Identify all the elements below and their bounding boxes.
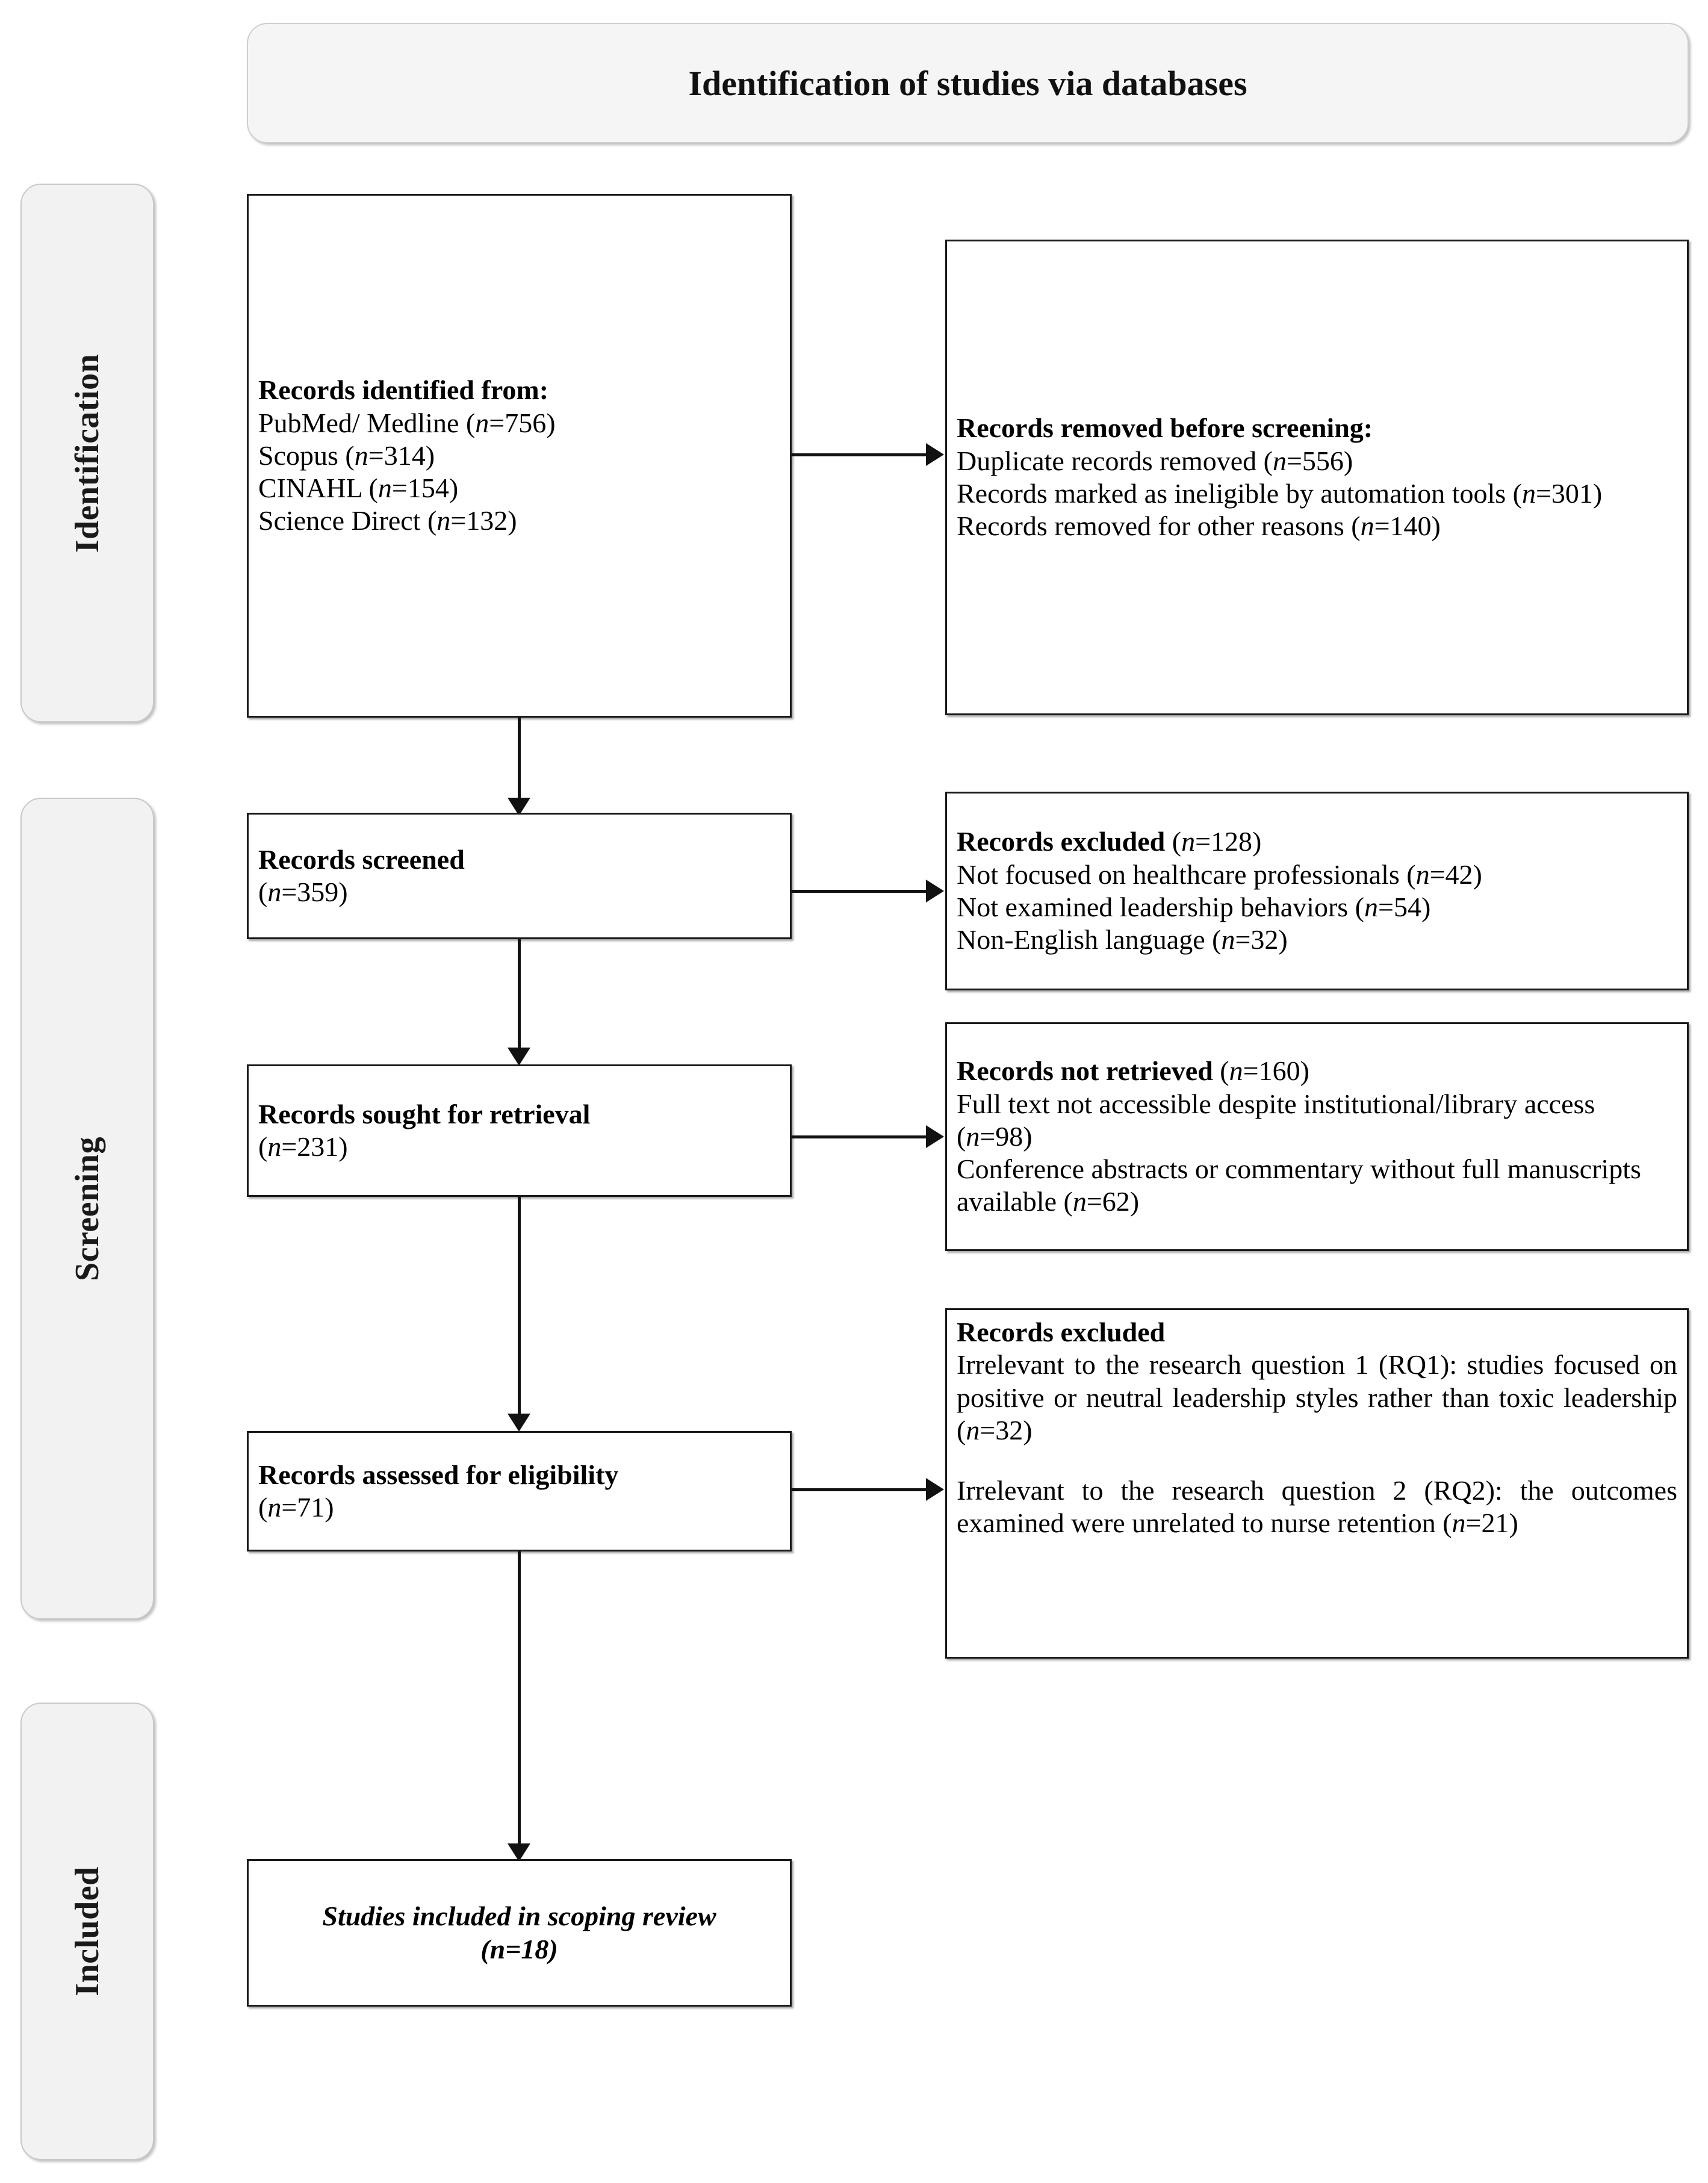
box-records-sought-retrieval: Records sought for retrieval (n=231)	[247, 1064, 792, 1197]
records-not-retrieved-reason-2: Conference abstracts or commentary witho…	[957, 1154, 1641, 1217]
arrowhead-identified-to-removed	[926, 443, 944, 466]
arrowhead-screened-to-sought	[508, 1048, 530, 1066]
arrowhead-screened-to-excluded	[926, 880, 944, 902]
connector-identified-to-removed	[792, 453, 927, 456]
records-identified-source-3: CINAHL (n=154)	[258, 473, 459, 504]
connector-sought-to-assessed	[518, 1197, 521, 1429]
records-sought-count: (n=231)	[258, 1131, 348, 1162]
connector-screened-to-excluded	[792, 890, 927, 893]
records-assessed-count: (n=71)	[258, 1492, 334, 1523]
records-identified-source-2: Scopus (n=314)	[258, 439, 435, 471]
box-records-assessed-eligibility: Records assessed for eligibility (n=71)	[247, 1431, 792, 1551]
records-removed-reason-1: Duplicate records removed (n=556)	[957, 445, 1353, 476]
arrowhead-sought-to-not-retrieved	[926, 1125, 944, 1148]
records-excluded-screening-heading-row: Records excluded (n=128)	[957, 825, 1677, 858]
connector-screened-to-sought	[518, 939, 521, 1063]
connector-identified-to-screened	[518, 718, 521, 811]
records-screened-heading: Records screened	[258, 843, 465, 875]
records-not-retrieved-heading: Records not retrieved	[957, 1055, 1213, 1087]
arrowhead-assessed-to-included	[508, 1843, 530, 1862]
arrowhead-assessed-to-excluded	[926, 1478, 944, 1501]
box-records-identified: Records identified from: PubMed/ Medline…	[247, 194, 792, 718]
stage-label-included: Included	[69, 1866, 106, 1996]
records-assessed-heading: Records assessed for eligibility	[258, 1459, 619, 1490]
records-excluded-screening-reason-2: Not examined leadership behaviors (n=54)	[957, 892, 1431, 922]
box-records-excluded-eligibility: Records excluded Irrelevant to the resea…	[945, 1308, 1689, 1659]
page-title: Identification of studies via databases	[688, 63, 1247, 103]
records-identified-heading: Records identified from:	[258, 374, 549, 406]
records-not-retrieved-reason-1: Full text not accessible despite institu…	[957, 1088, 1595, 1152]
records-removed-reason-3: Records removed for other reasons (n=140…	[957, 511, 1441, 542]
records-identified-source-1: PubMed/ Medline (n=756)	[258, 407, 556, 438]
box-records-not-retrieved: Records not retrieved (n=160) Full text …	[945, 1022, 1689, 1251]
records-excluded-eligibility-heading: Records excluded	[957, 1317, 1166, 1347]
header-banner: Identification of studies via databases	[247, 23, 1689, 143]
stage-pill-included: Included	[20, 1703, 154, 2160]
stage-label-screening: Screening	[69, 1136, 106, 1281]
records-excluded-screening-heading: Records excluded	[957, 826, 1166, 857]
records-excluded-screening-reason-3: Non-English language (n=32)	[957, 924, 1288, 955]
records-removed-reason-2: Records marked as ineligible by automati…	[957, 478, 1603, 509]
connector-sought-to-not-retrieved	[792, 1135, 927, 1138]
box-records-excluded-screening: Records excluded (n=128) Not focused on …	[945, 792, 1689, 990]
connector-assessed-to-included	[518, 1551, 521, 1858]
records-excluded-eligibility-rq2: Irrelevant to the research question 2 (R…	[957, 1475, 1677, 1539]
records-excluded-screening-count: (n=128)	[1172, 826, 1262, 857]
paragraph-spacer	[957, 1447, 1677, 1474]
studies-included-count: (n=18)	[480, 1933, 558, 1964]
stage-pill-identification: Identification	[20, 184, 154, 722]
records-identified-source-4: Science Direct (n=132)	[258, 505, 517, 536]
studies-included-title: Studies included in scoping review	[322, 1901, 716, 1932]
box-records-screened: Records screened (n=359)	[247, 813, 792, 939]
records-screened-count: (n=359)	[258, 877, 348, 907]
records-not-retrieved-count: (n=160)	[1220, 1055, 1309, 1087]
records-not-retrieved-heading-row: Records not retrieved (n=160)	[957, 1055, 1677, 1087]
records-excluded-screening-reason-1: Not focused on healthcare professionals …	[957, 859, 1482, 890]
box-records-removed-before-screening: Records removed before screening: Duplic…	[945, 240, 1689, 715]
records-sought-heading: Records sought for retrieval	[258, 1098, 591, 1129]
stage-label-identification: Identification	[69, 353, 106, 553]
records-excluded-eligibility-rq1: Irrelevant to the research question 1 (R…	[957, 1349, 1677, 1446]
records-removed-heading: Records removed before screening:	[957, 412, 1373, 444]
stage-pill-screening: Screening	[20, 798, 154, 1619]
connector-assessed-to-excluded	[792, 1488, 927, 1491]
box-studies-included: Studies included in scoping review (n=18…	[247, 1859, 792, 2007]
arrowhead-sought-to-assessed	[508, 1414, 530, 1432]
